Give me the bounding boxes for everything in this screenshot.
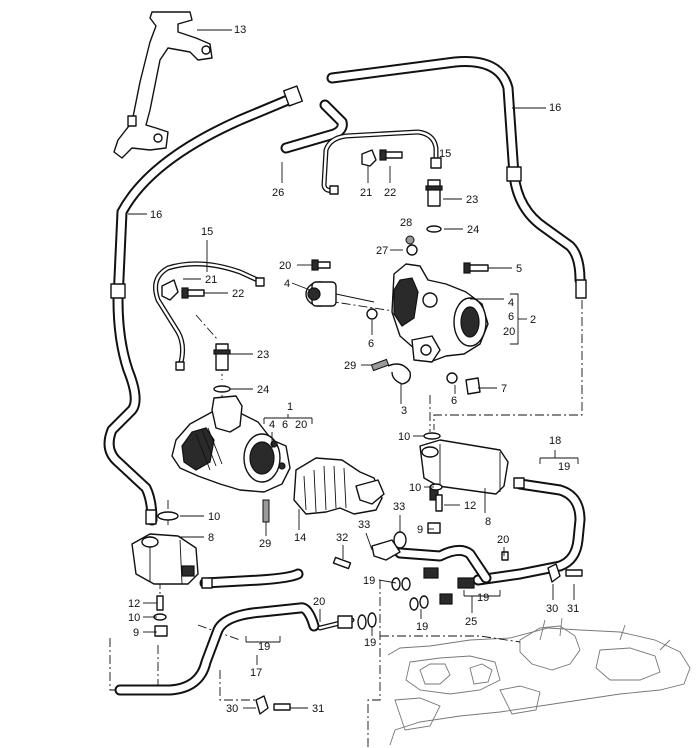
part-number-label-c21b: 21 [205, 274, 217, 286]
part-number-label-c24a: 24 [467, 224, 479, 236]
part-number-label-c12b: 12 [128, 598, 140, 610]
part-number-label-c19a: 19 [558, 461, 570, 473]
part-number-label-c4a: 4 [284, 278, 290, 290]
part-number-label-c26: 26 [272, 187, 284, 199]
part-number-label-c27: 27 [376, 245, 388, 257]
part-number-label-c30a: 30 [546, 603, 558, 615]
part-number-label-c33a: 33 [393, 501, 405, 513]
part-number-label-c14: 14 [294, 532, 306, 544]
part-number-label-c17: 17 [250, 667, 262, 679]
part-number-label-c10b: 10 [409, 482, 421, 494]
small-fasteners [153, 149, 583, 715]
part-number-label-c28: 28 [400, 217, 412, 229]
part-number-label-c22a: 22 [384, 187, 396, 199]
part-number-label-c21a: 21 [360, 187, 372, 199]
part-number-label-c20e: 20 [313, 596, 325, 608]
part-number-label-c5: 5 [516, 263, 522, 275]
part-number-label-c6b: 6 [508, 311, 514, 323]
part-number-label-c1: 1 [287, 401, 293, 413]
oil-filter-housing-8-right [419, 439, 509, 501]
part-number-label-c23a: 23 [466, 194, 478, 206]
part-number-label-c20c: 20 [295, 419, 307, 431]
oil-return-line-16-left [103, 85, 304, 526]
part-number-label-c15b: 15 [201, 226, 213, 238]
oil-feed-line-15-left [153, 261, 265, 369]
bracket-13 [113, 11, 213, 159]
part-number-label-c18: 18 [549, 435, 561, 447]
heat-shield-14 [293, 457, 385, 515]
oil-pipe-lower-right [394, 478, 586, 586]
part-number-label-c8b: 8 [208, 532, 214, 544]
part-number-label-c20b: 20 [503, 326, 515, 338]
part-number-label-c19e: 19 [258, 641, 270, 653]
part-number-label-c30b: 30 [226, 703, 238, 715]
turbocharger-1 [171, 395, 291, 493]
part-number-label-c13: 13 [234, 24, 246, 36]
part-number-label-c24b: 24 [257, 384, 269, 396]
part-number-label-c3: 3 [401, 405, 407, 417]
leader-line-c4a [291, 282, 311, 291]
part-number-label-c22b: 22 [232, 288, 244, 300]
hose-26 [280, 99, 348, 154]
part-number-label-c10d: 10 [128, 612, 140, 624]
part-number-label-c19d: 19 [416, 621, 428, 633]
part-number-label-c32: 32 [336, 532, 348, 544]
engine-block-outline [387, 617, 691, 746]
part-number-label-c12a: 12 [464, 500, 476, 512]
part-number-label-c20a: 20 [279, 260, 291, 272]
part-number-label-c20d: 20 [497, 534, 509, 546]
oil-return-line-16-right [326, 56, 587, 299]
part-number-label-c8a: 8 [485, 516, 491, 528]
part-number-label-c33b: 33 [358, 519, 370, 531]
part-number-label-c25: 25 [465, 616, 477, 628]
part-number-label-c4c: 4 [269, 419, 275, 431]
leader-line-c19b [378, 579, 397, 584]
part-number-label-c19c: 19 [477, 592, 489, 604]
part-number-label-c10a: 10 [398, 431, 410, 443]
part-number-label-c6a: 6 [368, 338, 374, 350]
part-number-label-c16b: 16 [150, 209, 162, 221]
part-number-label-c23b: 23 [257, 349, 269, 361]
part-number-label-c29a: 29 [344, 360, 356, 372]
part-number-label-c31b: 31 [312, 703, 324, 715]
part-number-label-c19f: 19 [364, 637, 376, 649]
part-number-label-c19b: 19 [363, 575, 375, 587]
part-number-label-c6d: 6 [282, 419, 288, 431]
actuator-4 [305, 281, 375, 307]
part-number-label-c10c: 10 [208, 511, 220, 523]
oil-filter-housing-8-left [131, 533, 199, 585]
part-number-label-c4b: 4 [508, 297, 514, 309]
oil-pipe-lower-left [114, 568, 320, 696]
part-number-label-c16a: 16 [549, 102, 561, 114]
leader-line-c33b [365, 532, 373, 551]
turbocharger-2 [391, 263, 489, 363]
part-number-label-c9a: 9 [417, 524, 423, 536]
oil-feed-line-15-right [321, 129, 442, 193]
part-number-label-c31a: 31 [567, 603, 579, 615]
part-number-label-c6c: 6 [451, 395, 457, 407]
part-number-label-c9b: 9 [133, 627, 139, 639]
part-number-label-c29b: 29 [259, 538, 271, 550]
part-number-label-c2: 2 [530, 314, 536, 326]
part-number-label-c7: 7 [501, 383, 507, 395]
part-number-label-c15a: 15 [439, 148, 451, 160]
group-brackets [245, 293, 579, 643]
